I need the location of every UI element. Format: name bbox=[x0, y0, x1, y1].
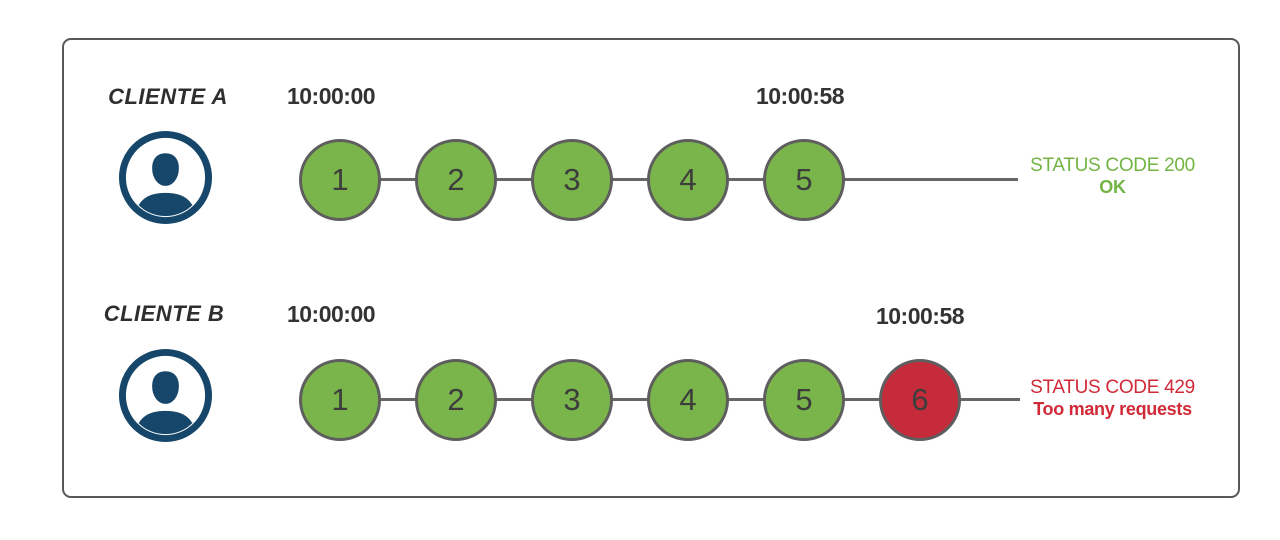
client-a-label: CLIENTE A bbox=[108, 84, 228, 109]
client-b-end-time: 10:00:58 bbox=[875, 303, 965, 329]
request-circle: 3 bbox=[531, 139, 613, 221]
request-circle: 5 bbox=[763, 359, 845, 441]
client-a-start-time: 10:00:00 bbox=[286, 83, 376, 109]
request-circle: 2 bbox=[415, 359, 497, 441]
request-circle: 1 bbox=[299, 359, 381, 441]
status-b: STATUS CODE 429 Too many requests bbox=[1020, 376, 1205, 421]
user-avatar-icon bbox=[118, 130, 213, 225]
request-circle: 5 bbox=[763, 139, 845, 221]
request-circle: 3 bbox=[531, 359, 613, 441]
status-a-code: STATUS CODE 200 bbox=[1030, 155, 1195, 176]
client-a-end-time: 10:00:58 bbox=[755, 83, 845, 109]
client-b-label: CLIENTE B bbox=[103, 301, 225, 326]
request-circle: 4 bbox=[647, 139, 729, 221]
status-a-message: OK bbox=[1099, 177, 1126, 198]
user-avatar-icon bbox=[118, 348, 213, 443]
request-circle: 1 bbox=[299, 139, 381, 221]
status-b-message: Too many requests bbox=[1033, 399, 1192, 420]
request-circle: 6 bbox=[879, 359, 961, 441]
client-b-start-time: 10:00:00 bbox=[286, 301, 376, 327]
request-circle: 2 bbox=[415, 139, 497, 221]
status-b-code: STATUS CODE 429 bbox=[1030, 377, 1195, 398]
diagram-frame bbox=[62, 38, 1240, 498]
request-circle: 4 bbox=[647, 359, 729, 441]
status-a: STATUS CODE 200 OK bbox=[1020, 154, 1205, 199]
